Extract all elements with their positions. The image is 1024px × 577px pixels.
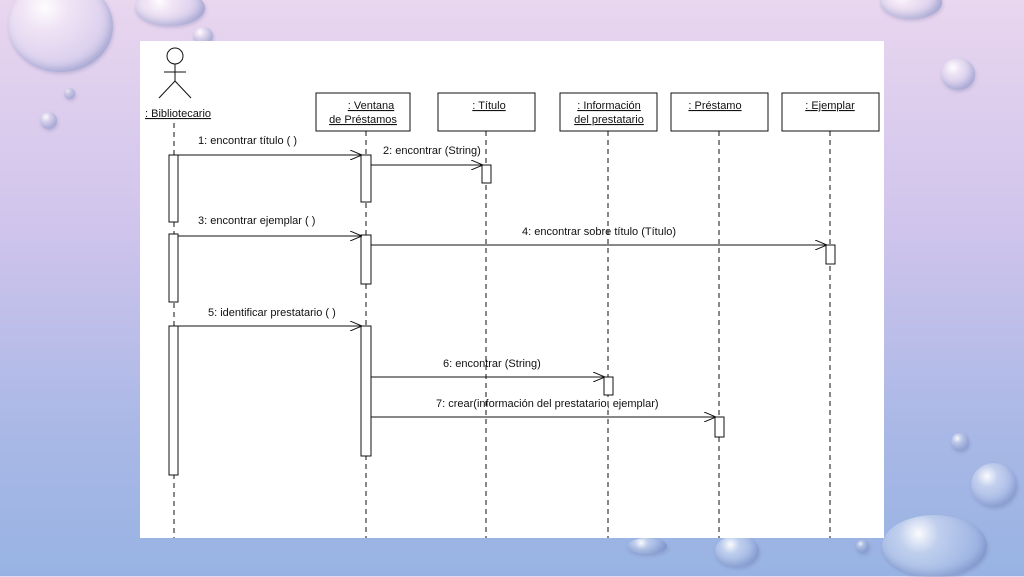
object-box-titulo: : Título: [437, 92, 536, 132]
object-label-line: : Préstamo: [688, 100, 741, 112]
actor-stick-figure-icon: [158, 47, 192, 99]
water-drop-decoration: [880, 0, 942, 19]
message-label-4: 4: encontrar sobre título (Título): [522, 226, 676, 238]
water-drop-decoration: [193, 27, 213, 45]
message-label-3: 3: encontrar ejemplar ( ): [198, 215, 315, 227]
message-label-2: 2: encontrar (String): [383, 145, 481, 157]
water-drop-decoration: [951, 433, 969, 451]
activation-bar: [481, 164, 492, 184]
object-label-line: : Ventana: [348, 100, 395, 112]
activation-bar: [168, 325, 179, 476]
water-drop-decoration: [971, 463, 1017, 507]
sequence-diagram-panel: : Bibliotecario : Ventana de Préstamos :…: [140, 41, 884, 538]
water-drop-decoration: [64, 88, 75, 99]
water-drop-decoration: [856, 540, 869, 553]
activation-bar: [168, 233, 179, 303]
object-label-line: de Préstamos: [329, 114, 397, 126]
water-drop-decoration: [941, 58, 975, 90]
activation-bar: [603, 376, 614, 396]
object-label-line: : Información: [577, 100, 641, 112]
object-box-ejemplar: : Ejemplar: [781, 92, 880, 132]
object-box-informacion: : Información del prestatario: [559, 92, 658, 132]
object-box-ventana: : Ventana de Préstamos: [315, 92, 411, 132]
water-drop-decoration: [40, 112, 57, 129]
object-label-line: : Título: [472, 100, 505, 112]
water-drop-decoration: [8, 0, 113, 72]
activation-bar: [825, 244, 836, 265]
water-drop-decoration: [715, 535, 759, 567]
object-label-line: del prestatario: [574, 114, 644, 126]
message-label-5: 5: identificar prestatario ( ): [208, 307, 336, 319]
activation-bar: [360, 325, 372, 457]
object-label-line: : Ejemplar: [805, 100, 855, 112]
message-label-1: 1: encontrar título ( ): [198, 135, 297, 147]
actor-label: : Bibliotecario: [145, 108, 211, 120]
activation-bar: [714, 416, 725, 438]
water-drop-decoration: [882, 515, 987, 577]
message-label-6: 6: encontrar (String): [443, 358, 541, 370]
activation-bar: [168, 154, 179, 223]
sequence-diagram: : Bibliotecario : Ventana de Préstamos :…: [145, 47, 880, 538]
water-drop-decoration: [135, 0, 205, 26]
activation-bar: [360, 154, 372, 203]
water-drop-decoration: [627, 538, 667, 554]
message-label-7: 7: crear(información del prestatario, ej…: [436, 398, 659, 410]
activation-bar: [360, 234, 372, 285]
object-box-prestamo: : Préstamo: [670, 92, 769, 132]
